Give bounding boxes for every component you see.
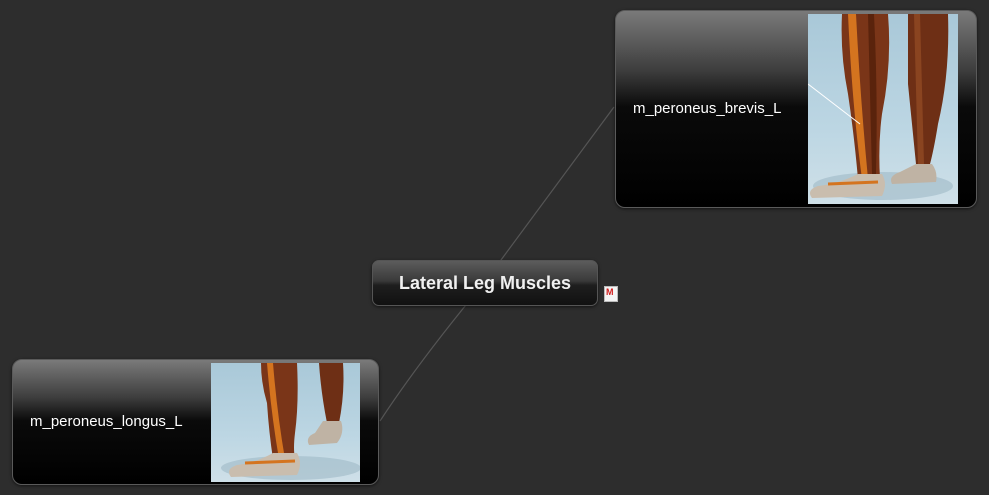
leg-muscle-image xyxy=(211,363,360,482)
note-icon-glyph: M xyxy=(606,287,614,297)
mindmap-note-icon[interactable]: M xyxy=(604,286,618,302)
subtopic-peroneus-brevis[interactable]: m_peroneus_brevis_L xyxy=(615,10,977,208)
central-topic-label: Lateral Leg Muscles xyxy=(398,273,572,293)
subtopic-label: m_peroneus_longus_L xyxy=(30,413,183,430)
central-topic[interactable]: Lateral Leg Muscles xyxy=(372,260,598,306)
subtopic-peroneus-longus[interactable]: m_peroneus_longus_L xyxy=(12,359,379,485)
connector-to-brevis xyxy=(483,106,615,284)
leg-muscle-image xyxy=(808,14,958,204)
subtopic-label: m_peroneus_brevis_L xyxy=(633,100,782,117)
